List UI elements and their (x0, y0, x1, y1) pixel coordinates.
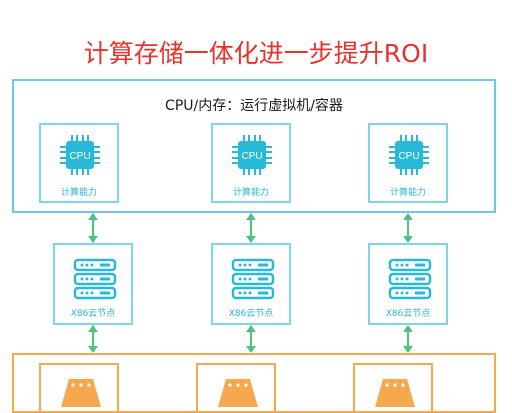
bidirectional-arrow-icon (88, 213, 98, 243)
cpu-card-2: CPU 计算能力 (211, 123, 291, 203)
x86-node-label: X86云节点 (228, 309, 274, 319)
storage-card-3 (353, 363, 433, 413)
cpu-card-1: CPU 计算能力 (39, 123, 119, 203)
cpu-chip-text: CPU (69, 151, 90, 162)
cpu-card-label: 计算能力 (389, 188, 426, 198)
compute-layer-label: CPU/内存：运行虚拟机/容器 (165, 98, 343, 114)
diagram-title: 计算存储一体化进一步提升ROI (83, 39, 429, 68)
cpu-card-label: 计算能力 (232, 188, 269, 198)
x86-node-card-2: X86云节点 (211, 243, 291, 325)
cpu-chip-icon: CPU (389, 135, 429, 175)
x86-node-label: X86云节点 (385, 309, 431, 319)
x86-node-card-1: X86云节点 (53, 243, 133, 325)
cpu-chip-text: CPU (398, 151, 419, 162)
bidirectional-arrow-icon (403, 213, 413, 243)
cpu-chip-icon: CPU (60, 135, 100, 175)
server-rack-icon (73, 258, 117, 300)
cpu-chip-text: CPU (241, 151, 262, 162)
storage-drive-icon (375, 379, 415, 407)
storage-drive-icon (61, 379, 101, 407)
x86-node-label: X86云节点 (70, 309, 116, 319)
x86-node-card-3: X86云节点 (368, 243, 448, 325)
bidirectional-arrow-icon (246, 325, 256, 353)
cpu-card-3: CPU 计算能力 (368, 123, 448, 203)
server-rack-icon (231, 258, 275, 300)
bidirectional-arrow-icon (246, 213, 256, 243)
bidirectional-arrow-icon (403, 325, 413, 353)
storage-drive-icon (218, 379, 258, 407)
server-rack-icon (388, 258, 432, 300)
cpu-chip-icon: CPU (232, 135, 272, 175)
storage-card-1 (39, 363, 119, 413)
cpu-card-label: 计算能力 (60, 188, 97, 198)
storage-card-2 (196, 363, 276, 413)
bidirectional-arrow-icon (88, 325, 98, 353)
